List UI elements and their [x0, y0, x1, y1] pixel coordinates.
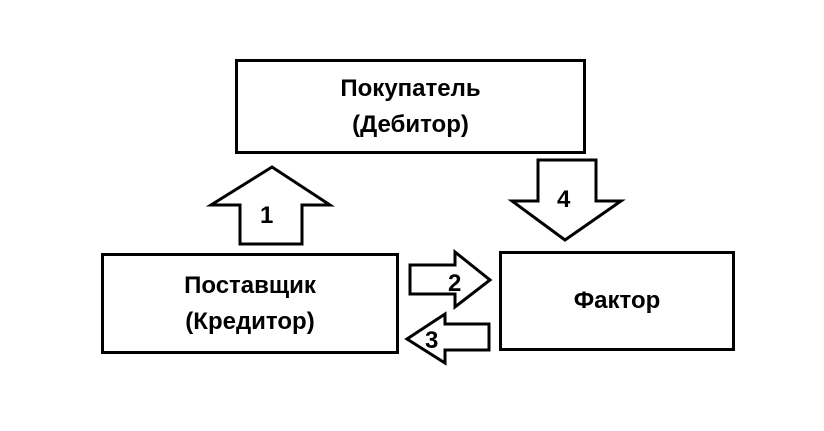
arrow-3-label: 3: [425, 327, 438, 354]
arrow-1-label: 1: [260, 202, 273, 229]
buyer-box: Покупатель (Дебитор): [235, 59, 586, 154]
buyer-title: Покупатель: [340, 74, 481, 102]
arrow-4-label: 4: [557, 186, 571, 213]
arrow-down-icon: [507, 158, 626, 242]
arrow-2-label: 2: [448, 270, 461, 297]
supplier-subtitle: (Кредитор): [185, 307, 315, 335]
arrow-supplier-to-factor: 2: [408, 248, 493, 311]
arrow-right-icon: [408, 248, 493, 311]
factor-title: Фактор: [573, 287, 661, 314]
arrow-supplier-to-buyer: 1: [205, 165, 336, 246]
factor-box: Фактор: [499, 251, 735, 351]
arrow-left-icon: [404, 311, 491, 366]
buyer-subtitle: (Дебитор): [352, 110, 469, 138]
arrow-buyer-to-factor: 4: [507, 158, 626, 242]
supplier-title: Поставщик: [184, 271, 316, 299]
supplier-box: Поставщик (Кредитор): [101, 253, 399, 354]
arrow-factor-to-supplier: 3: [404, 311, 491, 366]
arrow-up-icon: [205, 165, 336, 246]
